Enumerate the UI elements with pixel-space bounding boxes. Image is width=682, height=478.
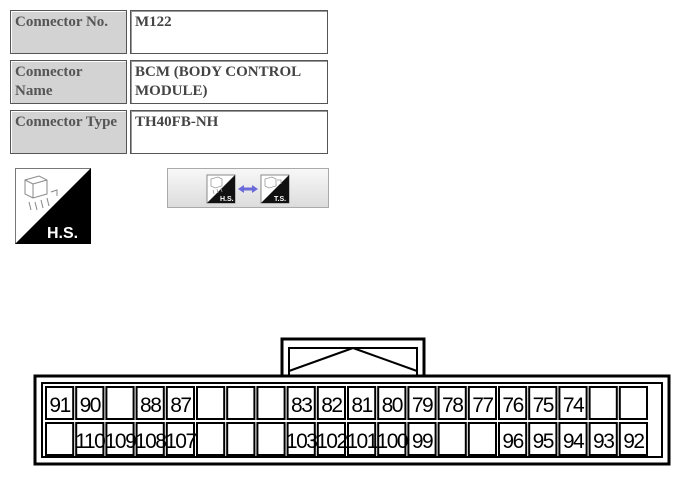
pin-number: 93 [593, 430, 614, 453]
pin-cavity [467, 386, 497, 420]
pin-cavity [165, 422, 196, 456]
pin-cavity [75, 422, 105, 456]
pin-number: 75 [533, 394, 554, 417]
pin-cavity [618, 386, 648, 420]
pin-number: 100 [377, 430, 408, 453]
pin-cavity [286, 422, 316, 456]
connector-latch [280, 337, 426, 376]
pin-cavity [498, 386, 528, 420]
pin-cavity [618, 422, 648, 456]
pin-number: 94 [563, 430, 585, 453]
connector-name-label: Connector Name [10, 60, 127, 104]
pin-number: 74 [563, 394, 585, 417]
pin-cavity [316, 422, 346, 456]
pin-cavity [226, 422, 256, 456]
pin-cavity [105, 386, 135, 420]
pin-cavity [407, 422, 437, 456]
view-toggle-icon: H.S. T.S. [206, 174, 290, 204]
pin-number: 92 [623, 430, 644, 453]
connector-type-value: TH40FB-NH [130, 110, 328, 154]
connector-type-label: Connector Type [10, 110, 127, 154]
pin-cavity [347, 386, 377, 420]
pin-cavity [467, 422, 497, 456]
pin-cavity [316, 386, 346, 420]
pin-cavity [135, 422, 165, 456]
pin-cavity [588, 386, 618, 420]
pin-number: 96 [502, 430, 523, 453]
pin-cavity [135, 386, 165, 420]
pin-cavity [286, 386, 316, 420]
pin-cavity [256, 422, 286, 456]
pin-number: 107 [165, 430, 196, 453]
pin-cavity [558, 422, 588, 456]
pin-cavity [45, 386, 75, 420]
pin-number: 76 [502, 394, 523, 417]
pin-number: 109 [105, 430, 136, 453]
pin-cavity [437, 422, 467, 456]
pin-number: 90 [80, 394, 101, 417]
pin-number: 99 [412, 430, 433, 453]
pin-number: 103 [286, 430, 317, 453]
pin-number: 101 [346, 430, 377, 453]
toggle-left-label: H.S. [220, 196, 234, 203]
pin-number: 78 [442, 394, 463, 417]
pin-cavity [75, 386, 105, 420]
pin-cavity [558, 386, 588, 420]
pin-cavity [588, 422, 618, 456]
pin-number: 77 [472, 394, 493, 417]
pin-cavity [347, 422, 377, 456]
connector-number-value: M122 [130, 10, 328, 54]
pin-number: 102 [316, 430, 347, 453]
pin-cavity [105, 422, 135, 456]
pin-cavity [377, 422, 407, 456]
pin-cavity [528, 386, 558, 420]
connector-inner-frame [41, 382, 663, 458]
pin-cavity [45, 422, 75, 456]
pin-cavity [407, 386, 437, 420]
pin-cavity [226, 386, 256, 420]
pin-number: 108 [135, 430, 166, 453]
pin-cavity [377, 386, 407, 420]
pin-number: 82 [321, 394, 342, 417]
pin-number: 79 [412, 394, 433, 417]
pin-cavity [256, 386, 286, 420]
pin-cavity [498, 422, 528, 456]
pin-number: 95 [533, 430, 554, 453]
harness-side-label: H.S. [47, 225, 78, 242]
pin-number: 91 [49, 394, 70, 417]
view-toggle-button[interactable]: H.S. T.S. [167, 168, 329, 208]
pin-number: 110 [75, 430, 105, 453]
pin-number: 81 [351, 394, 372, 417]
connector-name-value: BCM (BODY CONTROL MODULE) [130, 60, 328, 104]
connector-number-label: Connector No. [10, 10, 127, 54]
pin-number: 80 [382, 394, 403, 417]
pin-cavity [437, 386, 467, 420]
pin-cavity [196, 386, 226, 420]
harness-side-icon: H.S. [15, 168, 91, 244]
pin-cavity [528, 422, 558, 456]
toggle-right-label: T.S. [274, 196, 286, 203]
pin-number: 83 [291, 394, 312, 417]
pin-cavity [165, 386, 196, 420]
pin-number: 88 [140, 394, 161, 417]
pin-cavity [196, 422, 226, 456]
pin-number: 87 [170, 394, 191, 417]
